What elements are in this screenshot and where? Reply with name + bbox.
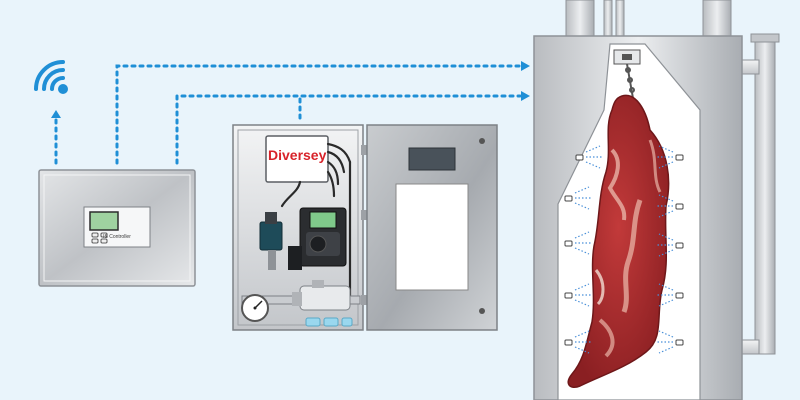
controller-unit [38, 169, 196, 287]
brand-logo-text: Diversey [268, 147, 327, 163]
arrow-wifi [51, 110, 61, 118]
dosing-cabinet-door [366, 124, 498, 331]
signal-line-top [115, 64, 522, 165]
controller-buttons [91, 232, 108, 244]
signal-line-middle [175, 94, 522, 165]
dosing-pump [288, 207, 347, 270]
door-window-top [408, 147, 456, 171]
inlet-fittings [305, 317, 353, 327]
controller-display [89, 211, 119, 231]
wifi-icon [34, 60, 68, 94]
solenoid-valve [259, 212, 283, 270]
diversey-module [265, 135, 329, 183]
gauge-icon [241, 294, 269, 322]
door-panel [395, 183, 469, 291]
arrow-middle [521, 91, 530, 101]
controller-label: IS Controller [103, 234, 131, 240]
meat-carcass [567, 94, 670, 388]
cable-bundle [280, 142, 352, 302]
arrow-top [521, 61, 530, 71]
plumbing [241, 280, 361, 311]
spray-mist [574, 145, 674, 354]
nozzle-icon [564, 154, 684, 346]
